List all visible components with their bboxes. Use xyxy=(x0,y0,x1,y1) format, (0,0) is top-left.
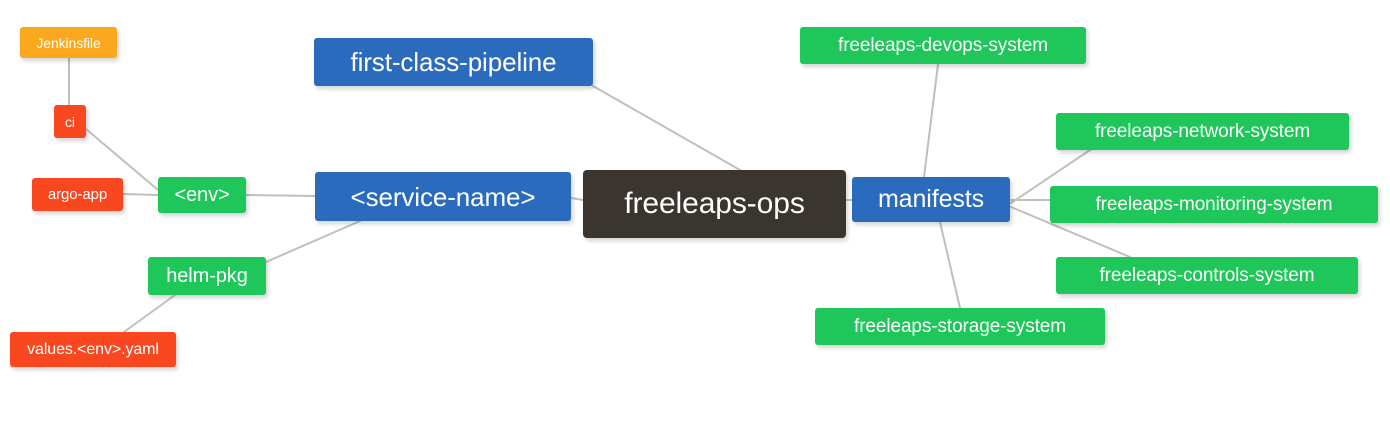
node-env[interactable]: <env> xyxy=(158,177,246,213)
node-label: freeleaps-ops xyxy=(624,187,805,220)
edge-values-to-helmpkg xyxy=(123,294,176,333)
node-label: freeleaps-devops-system xyxy=(838,35,1048,56)
node-helm-pkg[interactable]: helm-pkg xyxy=(148,257,266,295)
edge-env-to-service xyxy=(245,194,316,197)
node-ci[interactable]: ci xyxy=(54,105,86,138)
edge-service-to-root xyxy=(570,197,584,201)
node-argo-app[interactable]: argo-app xyxy=(32,178,123,211)
node-label: helm-pkg xyxy=(166,265,248,287)
node-freeleaps-monitoring-system[interactable]: freeleaps-monitoring-system xyxy=(1050,186,1378,223)
node-label: freeleaps-network-system xyxy=(1094,121,1311,142)
node-freeleaps-ops-root[interactable]: freeleaps-ops xyxy=(583,170,846,238)
node-service-name[interactable]: <service-name> xyxy=(315,172,571,221)
node-manifests[interactable]: manifests xyxy=(852,177,1010,222)
edge-pipeline-to-root xyxy=(592,85,741,171)
node-label: manifests xyxy=(877,185,985,213)
node-label: ci xyxy=(65,113,75,130)
edge-manifests-to-storage xyxy=(939,221,961,309)
node-label: values.<env>.yaml xyxy=(27,340,159,358)
node-label: freeleaps-storage-system xyxy=(854,316,1066,337)
edge-helmpkg-to-service xyxy=(265,220,361,263)
node-label: Jenkinsfile xyxy=(36,34,101,51)
node-label: first-class-pipeline xyxy=(350,47,557,77)
node-freeleaps-storage-system[interactable]: freeleaps-storage-system xyxy=(815,308,1105,345)
node-values-yaml[interactable]: values.<env>.yaml xyxy=(10,332,176,367)
node-label: <env> xyxy=(174,184,230,206)
node-freeleaps-devops-system[interactable]: freeleaps-devops-system xyxy=(800,27,1086,64)
node-first-class-pipeline[interactable]: first-class-pipeline xyxy=(314,38,593,86)
node-label: freeleaps-monitoring-system xyxy=(1095,194,1333,215)
node-label: <service-name> xyxy=(350,181,536,212)
node-label: argo-app xyxy=(47,186,108,203)
edge-argo-app-to-env xyxy=(122,193,159,196)
node-jenkinsfile[interactable]: Jenkinsfile xyxy=(20,27,117,58)
node-freeleaps-controls-system[interactable]: freeleaps-controls-system xyxy=(1056,257,1358,294)
node-label: freeleaps-controls-system xyxy=(1099,265,1315,286)
node-freeleaps-network-system[interactable]: freeleaps-network-system xyxy=(1056,113,1349,150)
edge-manifests-to-devops xyxy=(923,63,939,178)
